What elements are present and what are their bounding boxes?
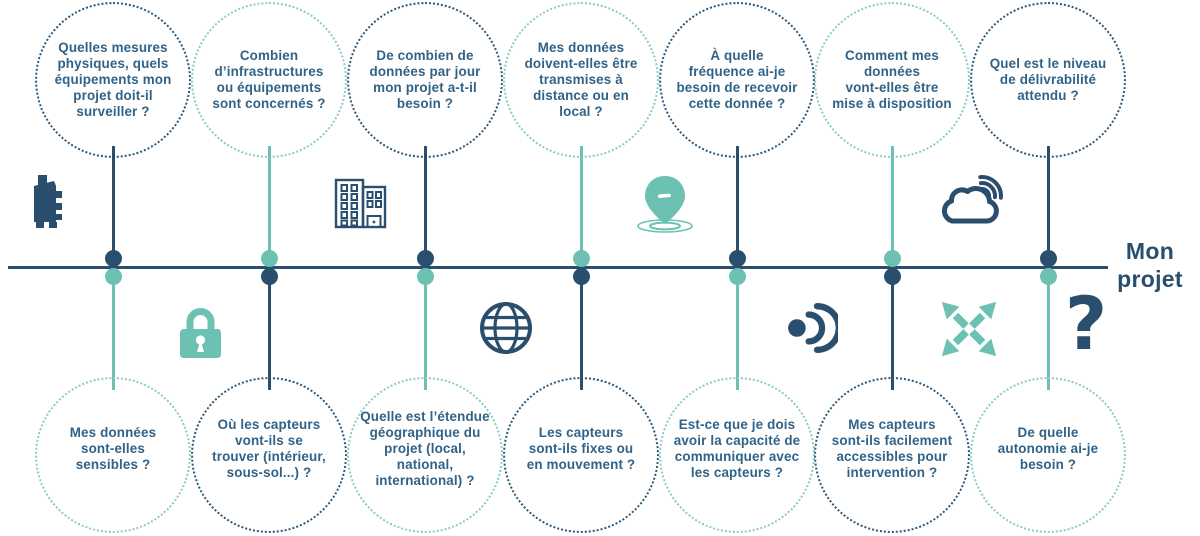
timeline-dot bbox=[261, 250, 278, 267]
building-icon bbox=[334, 178, 387, 229]
question-circle-top-6: Comment mes données vont-elles être mise… bbox=[814, 2, 970, 158]
question-circle-top-1: Quelles mesures physiques, quels équipem… bbox=[35, 2, 191, 158]
question-text: Quelle est l’étendue géographique du pro… bbox=[360, 408, 490, 488]
timeline-dot bbox=[105, 250, 122, 267]
connector-bottom bbox=[580, 272, 583, 390]
question-circle-top-3: De combien de données par jour mon proje… bbox=[347, 2, 503, 158]
question-circle-bottom-7: De quelle autonomie ai-je besoin ? bbox=[970, 377, 1126, 533]
question-text: Mes capteurs sont-ils facilement accessi… bbox=[831, 416, 953, 480]
timeline-dot bbox=[729, 250, 746, 267]
connector-bottom bbox=[736, 272, 739, 390]
connector-top bbox=[424, 146, 427, 262]
question-text: Quel est le niveau de délivrabilité atte… bbox=[989, 56, 1107, 103]
location-pin-icon bbox=[637, 176, 693, 233]
question-text: Combien d’infrastructures ou équipements… bbox=[212, 48, 326, 111]
question-text: Mes données sont-elles sensibles ? bbox=[69, 424, 157, 472]
connector-top bbox=[891, 146, 894, 262]
connector-bottom bbox=[112, 272, 115, 390]
question-circle-bottom-1: Mes données sont-elles sensibles ? bbox=[35, 377, 191, 533]
timeline-dot bbox=[1040, 250, 1057, 267]
question-text: De quelle autonomie ai-je besoin ? bbox=[997, 424, 1099, 472]
question-text: Mes données doivent-elles être transmise… bbox=[524, 40, 638, 119]
connector-bottom bbox=[891, 272, 894, 390]
expand-arrows-icon bbox=[939, 299, 999, 359]
connector-top bbox=[268, 146, 271, 262]
connector-top bbox=[580, 146, 583, 262]
connector-top bbox=[736, 146, 739, 262]
question-circle-top-5: À quelle fréquence ai-je besoin de recev… bbox=[659, 2, 815, 158]
question-circle-top-7: Quel est le niveau de délivrabilité atte… bbox=[970, 2, 1126, 158]
question-circle-bottom-4: Les capteurs sont-ils fixes ou en mouvem… bbox=[503, 377, 659, 533]
globe-icon bbox=[480, 302, 532, 354]
sensor-device-icon bbox=[34, 175, 62, 228]
connector-top bbox=[112, 146, 115, 262]
question-circle-top-2: Combien d’infrastructures ou équipements… bbox=[191, 2, 347, 158]
timeline-dot bbox=[417, 250, 434, 267]
project-label: Mon projet bbox=[1117, 238, 1183, 292]
question-circle-bottom-3: Quelle est l’étendue géographique du pro… bbox=[347, 377, 503, 533]
broadcast-signal-icon bbox=[788, 303, 838, 353]
question-text: Comment mes données vont-elles être mise… bbox=[832, 48, 952, 111]
lock-icon bbox=[180, 308, 221, 358]
timeline-dot bbox=[884, 250, 901, 267]
question-circle-bottom-2: Où les capteurs vont-ils se trouver (int… bbox=[191, 377, 347, 533]
timeline-dot bbox=[573, 250, 590, 267]
question-circle-bottom-6: Mes capteurs sont-ils facilement accessi… bbox=[814, 377, 970, 533]
connector-top bbox=[1047, 146, 1050, 262]
connector-bottom bbox=[1047, 272, 1050, 390]
question-text: À quelle fréquence ai-je besoin de recev… bbox=[676, 48, 798, 111]
question-text: Est-ce que je dois avoir la capacité de … bbox=[673, 416, 801, 480]
question-text: Où les capteurs vont-ils se trouver (int… bbox=[212, 416, 326, 480]
connector-bottom bbox=[424, 272, 427, 390]
question-text: Les capteurs sont-ils fixes ou en mouvem… bbox=[526, 424, 636, 472]
question-text: De combien de données par jour mon proje… bbox=[369, 48, 481, 111]
cloud-connected-icon bbox=[941, 175, 1003, 224]
connector-bottom bbox=[268, 272, 271, 390]
question-circle-bottom-5: Est-ce que je dois avoir la capacité de … bbox=[659, 377, 815, 533]
timeline-line bbox=[8, 266, 1108, 269]
question-circle-top-4: Mes données doivent-elles être transmise… bbox=[503, 2, 659, 158]
question-mark-icon: ? bbox=[1064, 282, 1108, 367]
question-text: Quelles mesures physiques, quels équipem… bbox=[54, 40, 172, 119]
